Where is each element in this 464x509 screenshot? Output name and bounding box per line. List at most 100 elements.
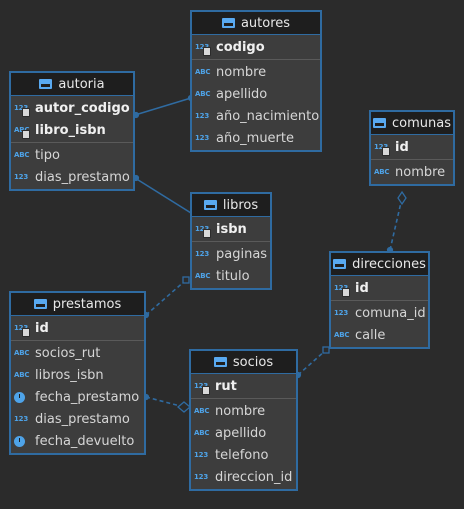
column-name: socios_rut (35, 345, 101, 361)
text-type-icon: ABC (194, 407, 210, 415)
column-name: dias_prestamo (35, 411, 130, 427)
table-icon (203, 200, 217, 210)
table-autoria[interactable]: autoria 123 autor_codigo ABC libro_isbn … (9, 71, 135, 191)
column-name: direccion_id (215, 469, 293, 485)
table-header[interactable]: libros (192, 194, 270, 217)
column-row[interactable]: ABC tipo (11, 144, 133, 166)
table-icon (373, 118, 386, 128)
column-row[interactable]: 123 paginas (192, 243, 270, 265)
column-name: libros_isbn (35, 367, 104, 383)
table-icon (33, 299, 47, 309)
table-libros[interactable]: libros 123 isbn 123 paginas ABC titulo (190, 192, 272, 290)
table-header[interactable]: autores (192, 12, 320, 35)
table-title: direcciones (352, 256, 426, 272)
column-row[interactable]: ABC apellido (191, 422, 296, 444)
table-title: libros (222, 197, 259, 213)
text-type-icon: ABC (194, 429, 210, 437)
table-socios[interactable]: socios 123 rut ABC nombre ABC apellido 1… (189, 349, 298, 491)
column-row[interactable]: 123 id (371, 136, 453, 158)
edge-prestamos-libros (145, 279, 187, 316)
column-name: fecha_prestamo (35, 389, 140, 405)
column-row[interactable]: ABC nombre (192, 61, 320, 83)
column-row[interactable]: 123 comuna_id (331, 302, 428, 324)
column-name: id (355, 280, 369, 296)
table-title: autores (240, 15, 291, 31)
column-row[interactable]: fecha_prestamo (11, 386, 144, 408)
table-header[interactable]: comunas (371, 112, 453, 135)
edge-end-square (182, 276, 190, 284)
edge-direcciones-comunas (389, 197, 403, 251)
column-row[interactable]: fecha_devuelto (11, 430, 144, 452)
column-row[interactable]: ABC nombre (371, 161, 453, 183)
column-row[interactable]: 123 año_muerte (192, 127, 320, 149)
table-prestamos[interactable]: prestamos 123 id ABC socios_rut ABC libr… (9, 291, 146, 455)
column-name: libro_isbn (35, 122, 106, 138)
column-row[interactable]: ABC nombre (191, 400, 296, 422)
table-title: prestamos (52, 296, 122, 312)
table-icon (213, 357, 227, 367)
column-row[interactable]: 123 dias_prestamo (11, 408, 144, 430)
column-name: titulo (216, 268, 250, 284)
column-row[interactable]: 123 id (11, 317, 144, 339)
column-row[interactable]: ABC libros_isbn (11, 364, 144, 386)
column-name: apellido (216, 86, 268, 102)
column-name: nombre (215, 403, 266, 419)
column-name: codigo (216, 39, 265, 55)
column-name: nombre (395, 164, 446, 180)
table-title: comunas (392, 115, 451, 131)
column-name: dias_prestamo (35, 169, 130, 185)
column-row[interactable]: 123 id (331, 277, 428, 299)
column-name: id (35, 320, 49, 336)
edge-socios-direcciones (297, 349, 327, 376)
column-name: nombre (216, 64, 267, 80)
column-row[interactable]: ABC libro_isbn (11, 119, 133, 141)
edge-prestamos-socios (145, 396, 185, 408)
table-direcciones[interactable]: direcciones 123 id 123 comuna_id ABC cal… (329, 251, 430, 349)
text-type-icon: ABC (195, 68, 211, 76)
column-name: comuna_id (355, 305, 426, 321)
text-type-icon: ABC (14, 151, 30, 159)
table-header[interactable]: direcciones (331, 253, 428, 276)
column-name: fecha_devuelto (35, 433, 135, 449)
edge-autoria-libros (134, 177, 192, 214)
table-autores[interactable]: autores 123 codigo ABC nombre ABC apelli… (190, 10, 322, 152)
column-row[interactable]: 123 autor_codigo (11, 97, 133, 119)
text-type-icon: ABC (14, 371, 30, 379)
table-header[interactable]: autoria (11, 73, 133, 96)
numeric-type-icon: 123 (334, 309, 349, 317)
column-row[interactable]: ABC calle (331, 324, 428, 346)
numeric-key-icon: 123 (14, 324, 33, 337)
table-comunas[interactable]: comunas 123 id ABC nombre (369, 110, 455, 186)
table-header[interactable]: prestamos (11, 293, 144, 316)
column-row[interactable]: 123 direccion_id (191, 466, 296, 488)
column-row[interactable]: 123 año_nacimiento (192, 105, 320, 127)
column-row[interactable]: ABC apellido (192, 83, 320, 105)
column-row[interactable]: 123 codigo (192, 36, 320, 58)
column-name: autor_codigo (35, 100, 130, 116)
column-name: rut (215, 378, 237, 394)
table-header[interactable]: socios (191, 351, 296, 374)
numeric-key-icon: 123 (195, 43, 214, 56)
clock-icon (14, 435, 33, 447)
numeric-type-icon: 123 (14, 415, 29, 423)
numeric-key-icon: 123 (194, 382, 213, 395)
text-key-icon: ABC (14, 126, 33, 139)
table-title: autoria (58, 76, 105, 92)
table-icon (221, 18, 235, 28)
column-name: id (395, 139, 409, 155)
column-row[interactable]: 123 telefono (191, 444, 296, 466)
column-row[interactable]: 123 dias_prestamo (11, 166, 133, 188)
text-type-icon: ABC (14, 349, 30, 357)
column-row[interactable]: ABC socios_rut (11, 342, 144, 364)
column-row[interactable]: 123 isbn (192, 218, 270, 240)
column-row[interactable]: 123 rut (191, 375, 296, 397)
column-name: año_muerte (216, 130, 294, 146)
column-row[interactable]: ABC titulo (192, 265, 270, 287)
numeric-key-icon: 123 (374, 143, 393, 156)
table-title: socios (232, 354, 274, 370)
text-type-icon: ABC (374, 168, 390, 176)
table-icon (333, 259, 347, 269)
column-name: año_nacimiento (216, 108, 320, 124)
numeric-type-icon: 123 (194, 473, 209, 481)
